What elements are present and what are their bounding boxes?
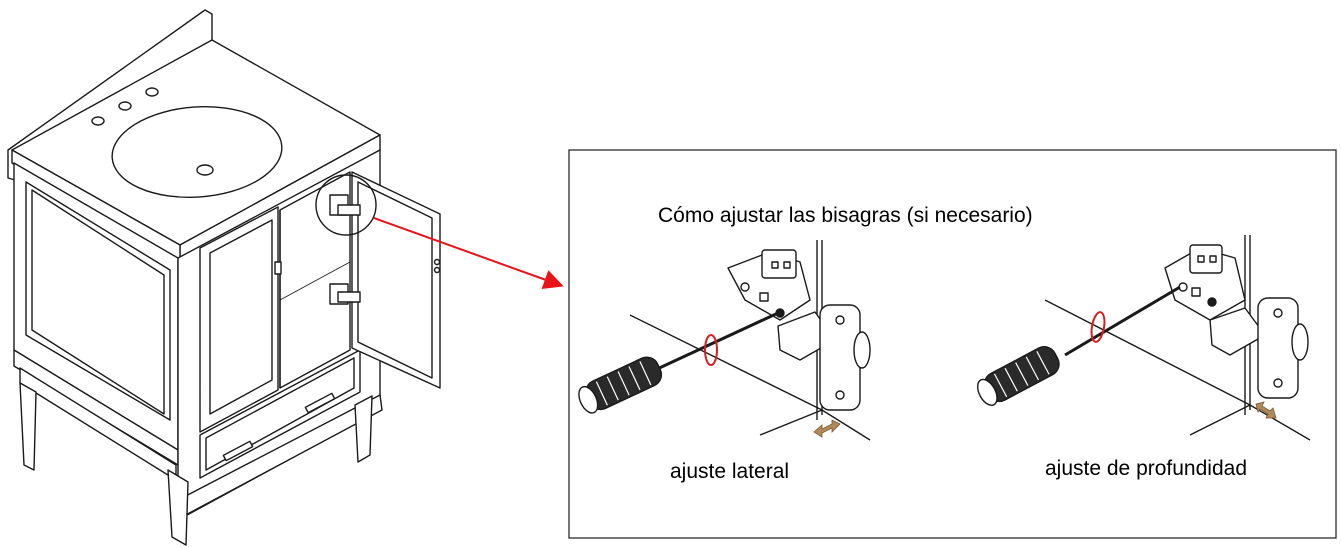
depth-adjust-arrow (1255, 401, 1277, 419)
sink-basin (111, 106, 283, 198)
rotation-marker-left (704, 334, 718, 366)
rotation-marker-right (1090, 311, 1106, 343)
depth-adjustment-illustration (976, 235, 1311, 441)
lateral-adjust-arrow (813, 419, 841, 438)
lateral-adjustment-illustration (578, 240, 871, 441)
hinge-callout-circle (315, 174, 377, 236)
vanity-cabinet (7, 9, 441, 546)
right-caption: ajuste de profundidad (1045, 457, 1247, 480)
hinge-detail-panel: Cómo ajustar las bisagras (si necesario) (568, 149, 1337, 539)
panel-title: Cómo ajustar las bisagras (si necesario) (658, 204, 1033, 227)
pointer-arrow (373, 217, 564, 289)
left-caption: ajuste lateral (670, 460, 789, 483)
